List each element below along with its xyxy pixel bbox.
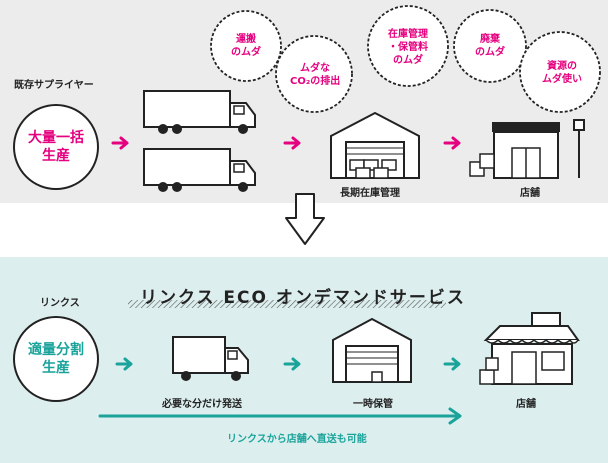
mass-production-line2: 生産 [42, 148, 70, 164]
bubble-text-line: 廃棄 [480, 34, 500, 45]
service-title: リンクス ECO オンデマンドサービス [140, 288, 466, 308]
production-line2: 生産 [42, 360, 70, 376]
production-line1: 適量分割 [28, 342, 84, 358]
arrow-right-icon [443, 357, 461, 371]
bubble-text-line: のムダ [393, 55, 423, 66]
ship-as-needed-label: 必要な分だけ発送 [162, 399, 242, 410]
waste-bubbles-left [210, 10, 353, 113]
bubble-text-line: ムダな [300, 63, 330, 74]
bubble-text-line: CO₂の排出 [290, 76, 341, 87]
arrow-right-icon [283, 136, 301, 150]
warehouse-icon [330, 111, 420, 179]
direct-delivery-note: リンクスから店舗へ直送も可能 [227, 434, 367, 445]
store-label-bottom: 店舗 [516, 399, 536, 410]
arrow-right-icon [115, 357, 133, 371]
bubble-disposal-waste: 廃棄のムダ [470, 33, 510, 59]
mass-production-line1: 大量一括 [28, 130, 84, 146]
links-section-label: リンクス [40, 298, 80, 309]
arrow-right-icon [283, 357, 301, 371]
bubble-transport-waste: 運搬のムダ [226, 33, 266, 59]
bubble-co2-waste: ムダな CO₂の排出 [290, 62, 340, 88]
bubble-inventory-waste: 在庫管理・保管料のムダ [383, 28, 433, 67]
bubble-text-line: 在庫管理 [388, 29, 428, 40]
mass-production-circle: 大量一括生産 [13, 104, 99, 190]
title-underline-hatch [128, 300, 446, 308]
long-term-storage-label: 長期在庫管理 [340, 188, 400, 199]
right-size-production-circle: 適量分割生産 [13, 316, 99, 402]
waste-bubbles-right [453, 9, 601, 113]
bubble-text-line: 運搬 [236, 34, 256, 45]
store-icon [479, 312, 580, 385]
arrow-right-icon [443, 136, 461, 150]
waste-bubble-inventory [367, 5, 449, 87]
bubble-text-line: のムダ [475, 47, 505, 58]
small-warehouse-icon [332, 317, 412, 383]
small-truck-icon [172, 336, 249, 381]
bubble-text-line: 資源の [547, 61, 577, 72]
bubble-resource-waste: 資源のムダ使い [534, 60, 590, 86]
store-icon [469, 119, 585, 179]
arrow-right-icon [111, 136, 129, 150]
existing-supplier-label: 既存サプライヤー [14, 80, 94, 91]
arrow-down-icon [285, 193, 325, 245]
bubble-text-line: ・保管料 [388, 42, 428, 53]
truck-icon [143, 148, 256, 192]
truck-icon [143, 90, 256, 134]
store-label-top: 店舗 [520, 188, 540, 199]
bubble-text-line: のムダ [231, 47, 261, 58]
direct-delivery-arrow-icon [98, 407, 462, 425]
bubble-text-line: ムダ使い [542, 74, 582, 85]
temporary-storage-label: 一時保管 [353, 399, 393, 410]
